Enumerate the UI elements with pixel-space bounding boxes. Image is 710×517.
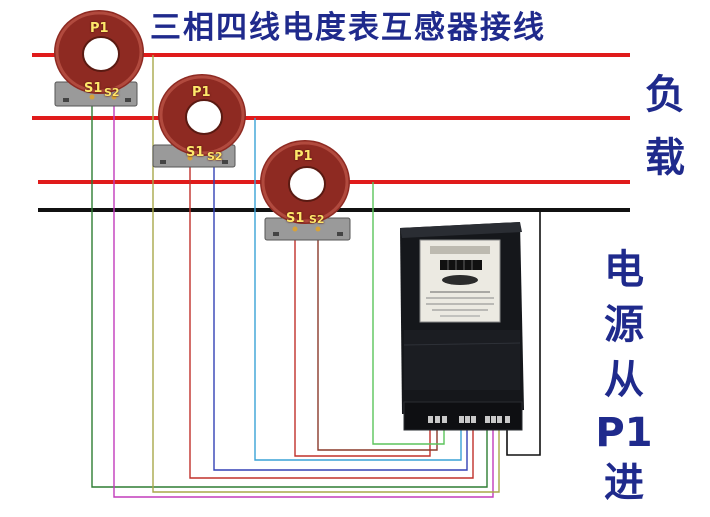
current-transformer-2 (152, 74, 246, 168)
ct2-p1-label: P1 (192, 85, 211, 100)
wire-ct2-s1 (189, 160, 474, 479)
source-label-3: 从 (604, 357, 644, 403)
wire-phase-b-tap (254, 118, 462, 461)
diagram-title: 三相四线电度表互感器接线 (150, 10, 546, 46)
ct2-s2-label: S2 (207, 150, 223, 163)
meter-disc-window (442, 275, 478, 285)
wire-ct1-s2 (113, 100, 494, 498)
ct2-s1-label: S1 (186, 145, 205, 160)
wire-phase-a-tap (152, 55, 500, 493)
wire-ct2-s2 (213, 160, 468, 471)
wire-phase-c-tap (372, 182, 445, 445)
source-label-2: 源 (604, 302, 644, 348)
current-transformer-3 (260, 140, 351, 241)
ct3-s2-label: S2 (309, 213, 325, 226)
meter-terminals (428, 416, 510, 423)
meter-counter (440, 260, 482, 270)
ct3-s1-label: S1 (286, 211, 305, 226)
current-transformer-1 (54, 10, 144, 107)
source-label-1: 电 (604, 247, 644, 293)
load-label-1: 负 (645, 72, 685, 118)
wire-neutral (506, 210, 541, 456)
wire-ct3-s1 (294, 230, 431, 457)
ct1-p1-label: P1 (90, 21, 109, 36)
wire-ct1-s1 (91, 100, 488, 488)
energy-meter (400, 222, 524, 431)
ct1-s2-label: S2 (104, 86, 120, 99)
source-label-5: 进 (604, 460, 644, 506)
ct3-p1-label: P1 (294, 149, 313, 164)
ct1-s1-label: S1 (84, 81, 103, 96)
wire-ct3-s2 (317, 230, 438, 451)
source-label-4: P1 (595, 410, 653, 456)
load-label-2: 载 (645, 135, 685, 181)
